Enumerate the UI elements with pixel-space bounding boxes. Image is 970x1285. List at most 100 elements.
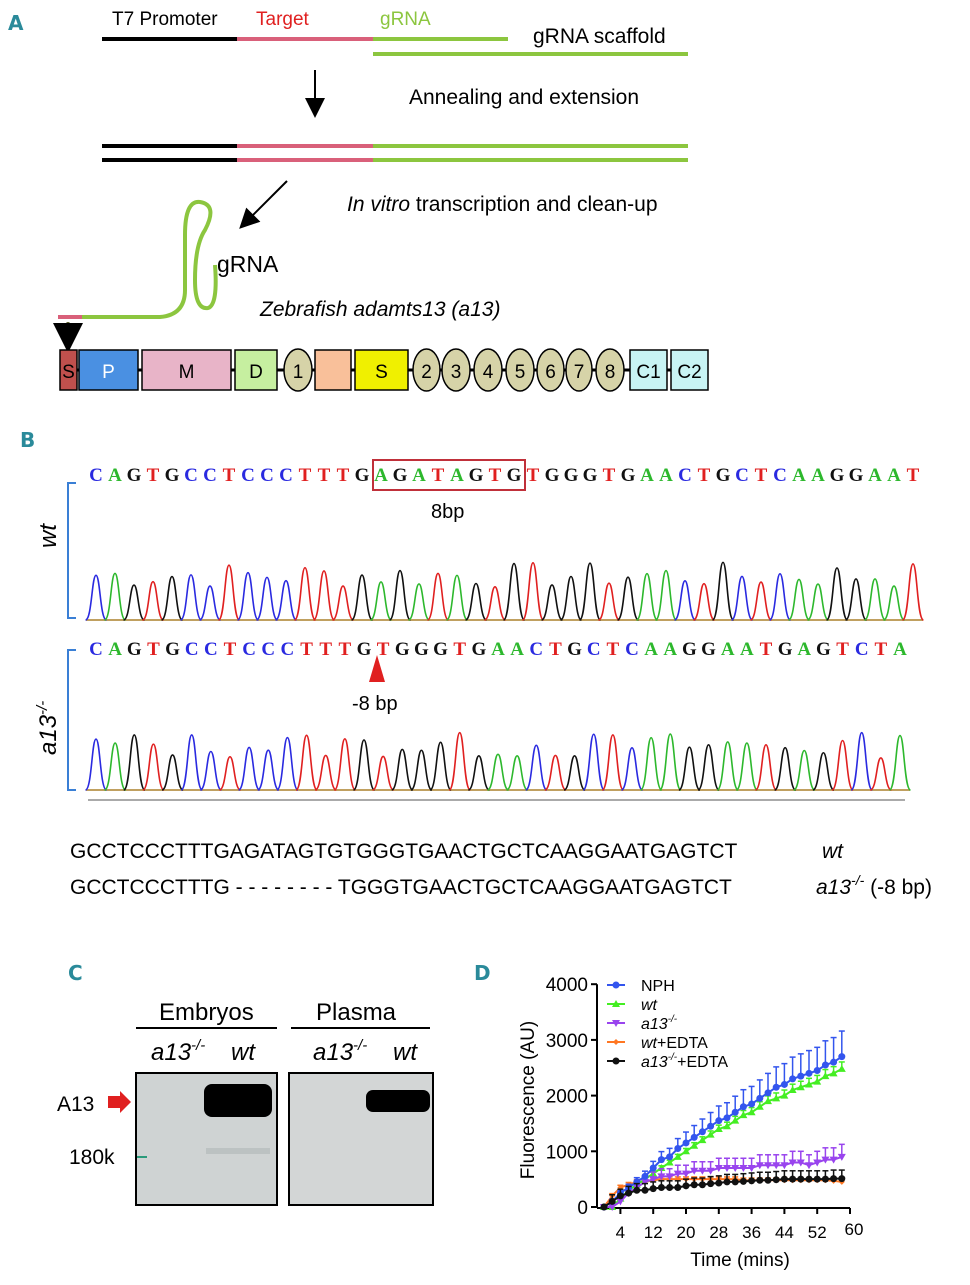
- data-point: [838, 1175, 846, 1183]
- base-letter: T: [453, 639, 466, 660]
- data-point: [657, 1156, 665, 1164]
- domain-C1-14: [629, 349, 668, 391]
- trace-peak: [333, 737, 357, 791]
- x-tick-label: 44: [775, 1223, 794, 1242]
- trace-peak: [236, 571, 260, 621]
- data-point: [813, 1159, 822, 1167]
- data-point: [723, 1122, 731, 1130]
- data-point: [674, 1184, 682, 1192]
- base-letter: G: [830, 465, 845, 486]
- data-point: [666, 1184, 674, 1192]
- x-tick-label: 12: [644, 1223, 663, 1242]
- trace-peak: [448, 731, 472, 791]
- data-point: [673, 1170, 682, 1178]
- trace-peak: [369, 581, 393, 621]
- data-point: [813, 1067, 821, 1075]
- trace-peak: [180, 734, 204, 791]
- domain-D-3: [234, 349, 278, 391]
- trace-peak: [312, 570, 336, 621]
- domain-D-3-label: D: [249, 362, 263, 383]
- trace-peak: [160, 575, 184, 621]
- base-letter: A: [721, 639, 735, 660]
- data-point: [748, 1177, 756, 1185]
- data-point: [723, 1165, 731, 1173]
- alignment-wt: GCCTCCCTTTGAGATAGTGTGGGTGAACTGCTCAAGGAAT…: [70, 840, 737, 863]
- data-point: [788, 1159, 797, 1167]
- plasma-label: Plasma: [316, 999, 397, 1026]
- legend-entry: a13-/-: [641, 1014, 678, 1033]
- data-point: [789, 1075, 797, 1083]
- base-letter: T: [836, 639, 849, 660]
- base-letter: T: [337, 465, 350, 486]
- base-letter: T: [527, 465, 540, 486]
- data-point: [788, 1086, 797, 1094]
- data-point: [714, 1165, 723, 1173]
- deletion-arrowhead-icon: [369, 655, 385, 682]
- embryos-label: Embryos: [159, 999, 254, 1026]
- x-axis-title: Time (mins): [690, 1250, 790, 1271]
- trace-peak: [161, 754, 184, 791]
- data-point: [821, 1156, 830, 1164]
- base-letter: A: [797, 639, 811, 660]
- data-point: [797, 1072, 805, 1080]
- trace-peak: [467, 754, 490, 791]
- base-letter: G: [545, 465, 560, 486]
- trace-peak: [464, 582, 488, 621]
- data-point: [756, 1176, 764, 1184]
- data-point: [723, 1114, 731, 1122]
- base-letter: A: [491, 639, 505, 660]
- data-point: [764, 1176, 772, 1184]
- trace-peak: [255, 576, 279, 621]
- band-arrow-icon: [108, 1091, 131, 1113]
- base-letter: T: [224, 639, 237, 660]
- data-point: [739, 1103, 747, 1111]
- base-letter: G: [621, 465, 636, 486]
- base-letter: C: [185, 639, 199, 660]
- data-point: [829, 1156, 838, 1164]
- base-letter: T: [319, 639, 332, 660]
- alignment-mutant: GCCTCCCTTTG - - - - - - - - TGGGTGAACTGC…: [70, 876, 732, 899]
- domain-7-12: [565, 348, 593, 392]
- legend-entry: NPH: [641, 978, 675, 995]
- base-letter: T: [603, 465, 616, 486]
- domain-spacer-5: [314, 349, 352, 391]
- domain-3-8: [441, 348, 471, 392]
- trace-peak: [484, 585, 506, 621]
- base-letter: G: [357, 639, 372, 660]
- data-point: [739, 1165, 748, 1173]
- trace-peak: [293, 566, 317, 621]
- trace-peak: [256, 749, 280, 791]
- data-point: [613, 1039, 619, 1045]
- trace-peak: [445, 574, 469, 621]
- base-letter: T: [318, 465, 331, 486]
- box-label: 8bp: [431, 501, 464, 523]
- base-letter: C: [184, 465, 198, 486]
- trace-peak: [142, 743, 165, 791]
- data-point: [698, 1181, 706, 1189]
- trace-peak: [506, 754, 529, 791]
- trace-peak: [199, 750, 223, 791]
- alignment-mutant-label: a13-/- (-8 bp): [816, 872, 932, 899]
- domain-1-4: [283, 348, 313, 392]
- base-letter: G: [507, 465, 522, 486]
- base-letter: G: [414, 639, 429, 660]
- base-letter: T: [377, 639, 390, 660]
- data-point: [616, 1198, 625, 1206]
- data-point: [756, 1094, 764, 1102]
- domain-8-13-label: 8: [605, 362, 616, 383]
- base-letter: A: [740, 639, 754, 660]
- base-letter: G: [393, 465, 408, 486]
- embryo-faint-band: [206, 1148, 270, 1154]
- domain-1-4-label: 1: [293, 362, 304, 383]
- trace-peak: [84, 738, 108, 791]
- scaffold-label: gRNA scaffold: [533, 25, 666, 48]
- base-letter: A: [663, 639, 677, 660]
- grna-label: gRNA: [380, 9, 431, 30]
- data-point: [772, 1094, 781, 1102]
- data-point: [698, 1167, 707, 1175]
- trace-peak: [807, 583, 829, 621]
- trace-peak: [883, 585, 905, 621]
